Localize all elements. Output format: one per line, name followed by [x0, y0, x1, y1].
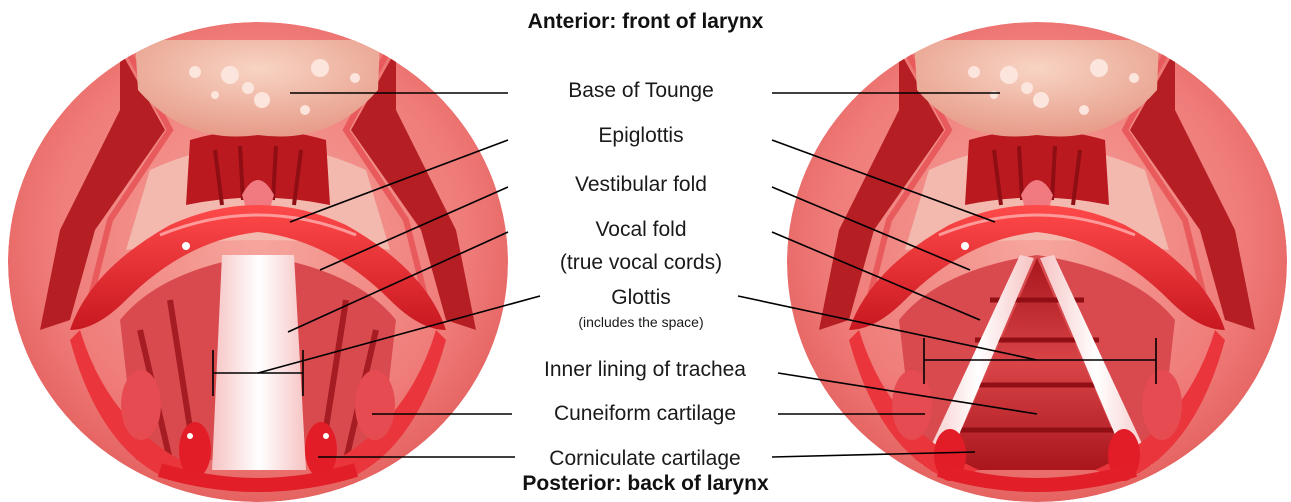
header-anterior: Anterior: front of larynx [0, 10, 1291, 34]
label-vocal-fold: Vocal fold [515, 218, 767, 242]
right-larynx-open [787, 22, 1287, 502]
label-vocal-fold-sub: (true vocal cords) [515, 251, 767, 275]
label-vestibular-fold: Vestibular fold [515, 173, 767, 197]
label-glottis: Glottis [515, 286, 767, 310]
label-epiglottis: Epiglottis [515, 124, 767, 148]
label-glottis-sub: (includes the space) [515, 314, 767, 330]
label-base-of-tongue: Base of Tounge [515, 79, 767, 103]
label-corniculate: Corniculate cartilage [505, 447, 785, 471]
header-posterior: Posterior: back of larynx [0, 472, 1291, 496]
label-cuneiform: Cuneiform cartilage [505, 402, 785, 426]
left-larynx-closed [8, 22, 508, 502]
label-inner-lining: Inner lining of trachea [505, 358, 785, 382]
